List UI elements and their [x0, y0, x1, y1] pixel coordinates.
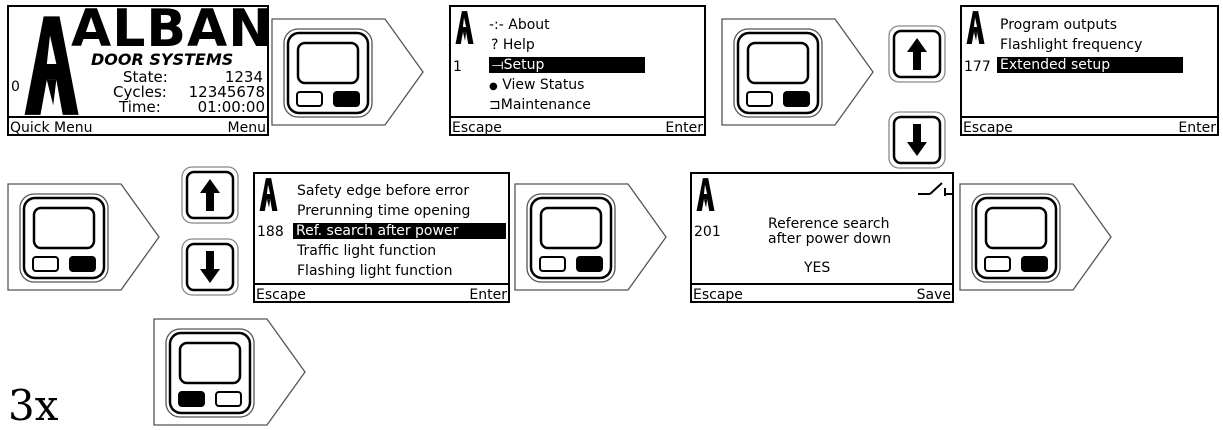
ruler-icon: ⟞ — [492, 57, 504, 73]
arrow-down-icon[interactable] — [180, 236, 240, 298]
line-number: 188 — [257, 224, 284, 240]
arrow-up-icon[interactable] — [180, 164, 240, 226]
menu-item-about[interactable]: -:- About — [489, 17, 550, 33]
albany-a-logo-icon — [694, 176, 716, 212]
menu-item-traffic-light[interactable]: Traffic light function — [297, 243, 437, 259]
parameter-value[interactable]: YES — [804, 260, 831, 276]
wrench-icon: ⊐ — [489, 97, 501, 113]
softkey-divider — [692, 283, 952, 285]
move-icon: -:- — [489, 17, 504, 33]
softkey-right-label: Menu — [227, 120, 266, 136]
screen-setup-menu: 177 Program outputs Flashlight frequency… — [960, 5, 1219, 136]
softkey-left-label: Escape — [963, 120, 1013, 136]
menu-item-maintenance[interactable]: ⊐Maintenance — [489, 97, 591, 113]
line-number: 1 — [453, 59, 462, 75]
cycles-value: 12345678 — [188, 83, 265, 101]
repeat-count-label: 3x — [8, 381, 59, 430]
menu-item-prerunning-time[interactable]: Prerunning time opening — [297, 203, 471, 219]
cycles-label: Cycles: — [113, 83, 167, 101]
brand-subtitle: DOOR SYSTEMS — [91, 50, 234, 69]
menu-item-flashlight-frequency[interactable]: Flashlight frequency — [1000, 37, 1143, 53]
menu-item-extended-setup[interactable]: Extended setup — [997, 57, 1183, 73]
line-number: 201 — [694, 224, 721, 240]
softkey-right-label: Enter — [1178, 120, 1216, 136]
screen-ref-search: 201 Reference search after power down YE… — [690, 172, 954, 303]
keypad-right-softkey-icon[interactable] — [513, 182, 668, 292]
keypad-right-softkey-icon[interactable] — [958, 182, 1113, 292]
menu-item-help[interactable]: ? Help — [491, 37, 535, 53]
menu-item-setup[interactable]: ⟞Setup — [489, 57, 645, 73]
softkey-left-label: Quick Menu — [10, 120, 93, 136]
screen-home: ALBANY DOOR SYSTEMS 0 State: 1234 Cycles… — [7, 5, 269, 136]
softkey-right-label: Save — [916, 287, 951, 303]
screen-main-menu: 1 -:- About ? Help ⟞Setup ● View Status … — [449, 5, 706, 136]
softkey-divider — [451, 116, 704, 118]
keypad-left-softkey-icon[interactable] — [152, 317, 307, 427]
parameter-title-line2: after power down — [768, 231, 892, 247]
time-label: Time: — [119, 98, 161, 116]
menu-item-ref-search[interactable]: Ref. search after power — [293, 223, 506, 239]
menu-item-view-status[interactable]: ● View Status — [489, 77, 585, 93]
softkey-divider — [9, 116, 267, 118]
state-label: State: — [123, 68, 168, 86]
keypad-right-softkey-icon[interactable] — [6, 182, 161, 292]
softkey-right-label: Enter — [469, 287, 507, 303]
albany-a-logo-icon — [257, 176, 279, 212]
softkey-divider — [962, 116, 1217, 118]
brand-name: ALBANY — [71, 5, 269, 59]
line-number: 177 — [964, 59, 991, 75]
albany-a-logo-icon — [453, 9, 475, 45]
parameter-title-line1: Reference search — [768, 216, 890, 232]
arrow-down-icon[interactable] — [887, 109, 947, 171]
menu-item-safety-edge[interactable]: Safety edge before error — [297, 183, 470, 199]
question-icon: ? — [491, 37, 499, 53]
menu-item-flashing-light[interactable]: Flashing light function — [297, 263, 453, 279]
keypad-right-softkey-icon[interactable] — [720, 17, 875, 127]
state-value: 1234 — [224, 68, 263, 86]
time-value: 01:00:00 — [197, 98, 265, 116]
softkey-divider — [255, 283, 508, 285]
softkey-left-label: Escape — [452, 120, 502, 136]
eye-icon: ● — [489, 81, 498, 92]
softkey-left-label: Escape — [256, 287, 306, 303]
menu-item-program-outputs[interactable]: Program outputs — [1000, 17, 1117, 33]
screen-extended-menu: 188 Safety edge before error Prerunning … — [253, 172, 510, 303]
keypad-right-softkey-icon[interactable] — [270, 17, 425, 127]
softkey-right-label: Enter — [665, 120, 703, 136]
softkey-left-label: Escape — [693, 287, 743, 303]
line-number: 0 — [11, 79, 20, 95]
arrow-up-icon[interactable] — [887, 23, 947, 85]
albany-a-logo-icon — [964, 9, 986, 45]
switch-icon — [918, 182, 952, 196]
